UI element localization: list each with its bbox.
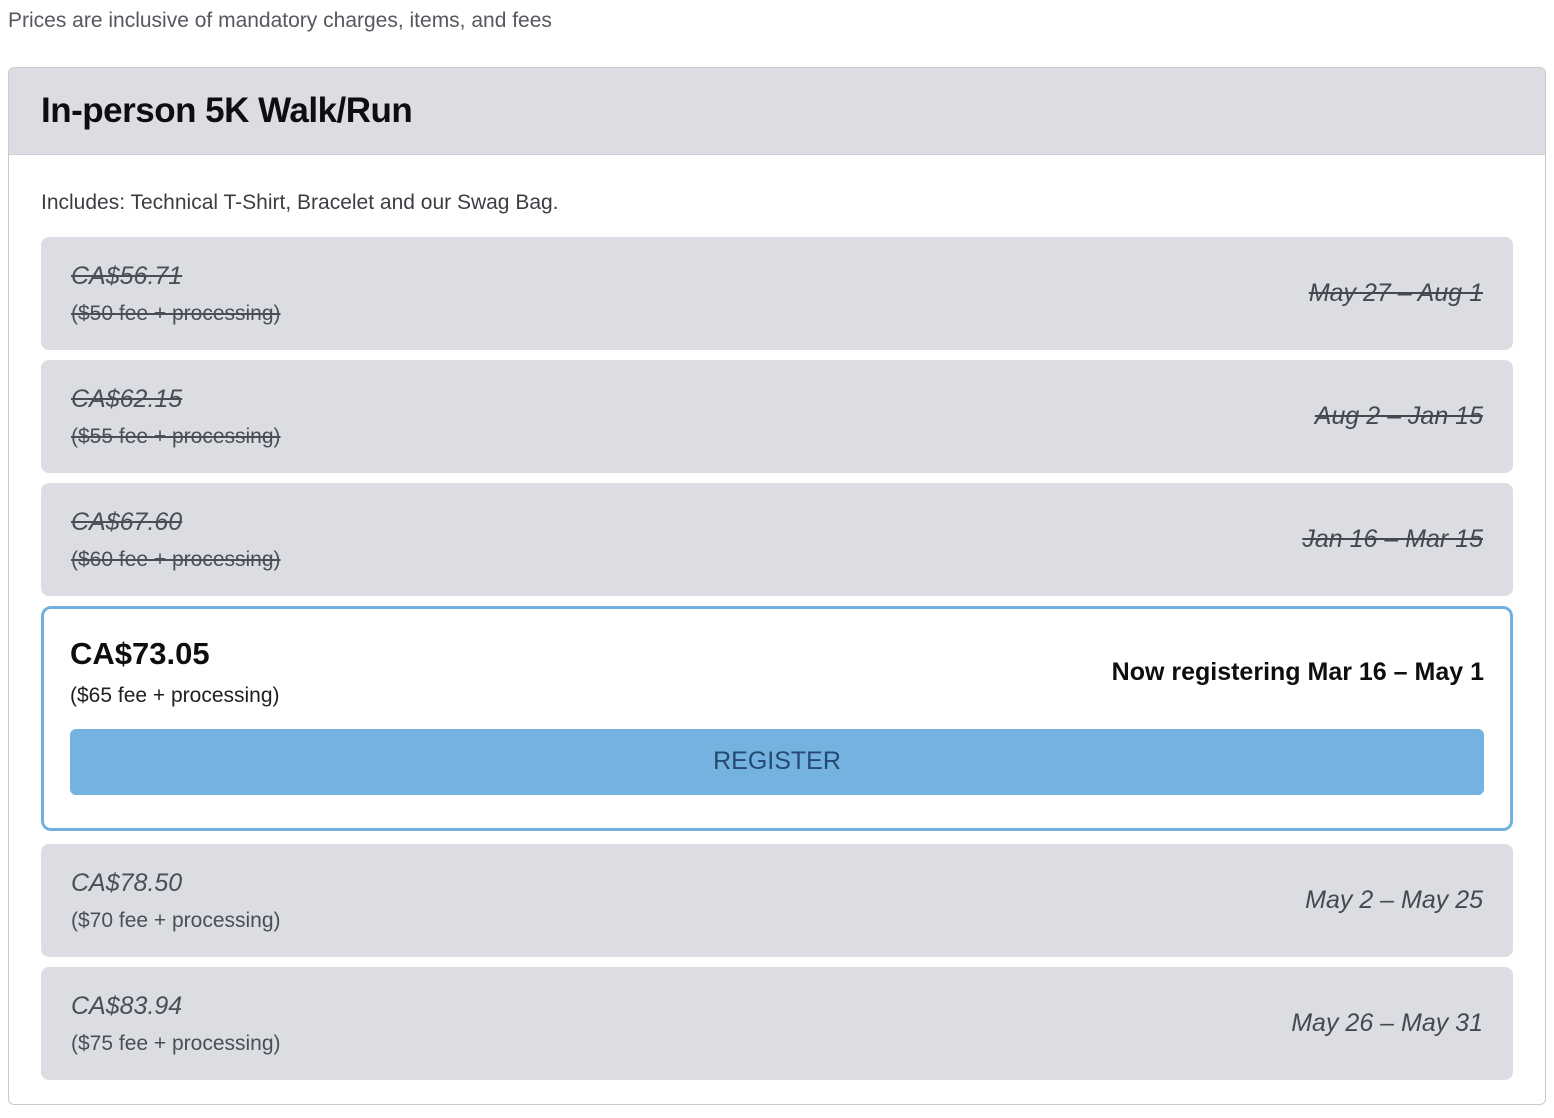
tier-price-block: CA$62.15 ($55 fee + processing): [71, 384, 281, 451]
tier-dates: May 2 – May 25: [1305, 886, 1483, 915]
pricing-tier-row-active: CA$73.05 ($65 fee + processing) Now regi…: [41, 606, 1513, 832]
price-disclaimer: Prices are inclusive of mandatory charge…: [8, 9, 552, 32]
event-card-header: In-person 5K Walk/Run: [9, 68, 1545, 156]
pricing-tier-row-past-2: CA$62.15 ($55 fee + processing) Aug 2 – …: [41, 360, 1513, 474]
pricing-tier-row-future-2: CA$83.94 ($75 fee + processing) May 26 –…: [41, 967, 1513, 1081]
tier-dates: May 27 – Aug 1: [1308, 279, 1483, 308]
tier-fee: ($65 fee + processing): [70, 683, 280, 707]
tier-dates: Jan 16 – Mar 15: [1302, 525, 1483, 554]
tier-fee: ($70 fee + processing): [71, 908, 281, 932]
tier-price-block: CA$83.94 ($75 fee + processing): [71, 991, 281, 1058]
register-button[interactable]: REGISTER: [70, 728, 1484, 795]
tier-price-block: CA$56.71 ($50 fee + processing): [71, 261, 281, 328]
tier-fee: ($75 fee + processing): [71, 1031, 281, 1055]
event-card: In-person 5K Walk/Run Includes: Technica…: [8, 67, 1546, 1106]
tier-price: CA$73.05: [70, 636, 210, 672]
event-card-body: Includes: Technical T-Shirt, Bracelet an…: [9, 155, 1545, 1118]
pricing-tier-row-past-1: CA$56.71 ($50 fee + processing) May 27 –…: [41, 237, 1513, 351]
tier-price: CA$62.15: [71, 384, 183, 413]
tier-price-block: CA$78.50 ($70 fee + processing): [71, 868, 281, 935]
tier-dates: May 26 – May 31: [1291, 1009, 1483, 1038]
includes-text: Includes: Technical T-Shirt, Bracelet an…: [41, 191, 559, 215]
tier-price-block: CA$67.60 ($60 fee + processing): [71, 507, 281, 574]
tier-price: CA$67.60: [71, 507, 183, 536]
tier-price: CA$78.50: [71, 868, 183, 897]
tier-dates: Aug 2 – Jan 15: [1314, 402, 1483, 431]
tier-fee: ($55 fee + processing): [71, 424, 281, 448]
event-title: In-person 5K Walk/Run: [41, 91, 413, 131]
tier-fee: ($60 fee + processing): [71, 547, 281, 571]
tier-price: CA$56.71: [71, 261, 183, 290]
pricing-tier-row-past-3: CA$67.60 ($60 fee + processing) Jan 16 –…: [41, 483, 1513, 597]
tier-fee: ($50 fee + processing): [71, 301, 281, 325]
now-registering-dates: Now registering Mar 16 – May 1: [1111, 657, 1484, 686]
active-tier-info: CA$73.05 ($65 fee + processing) Now regi…: [70, 635, 1484, 708]
pricing-tier-row-future-1: CA$78.50 ($70 fee + processing) May 2 – …: [41, 844, 1513, 958]
tier-price: CA$83.94: [71, 991, 183, 1020]
tier-price-block: CA$73.05 ($65 fee + processing): [70, 635, 280, 708]
